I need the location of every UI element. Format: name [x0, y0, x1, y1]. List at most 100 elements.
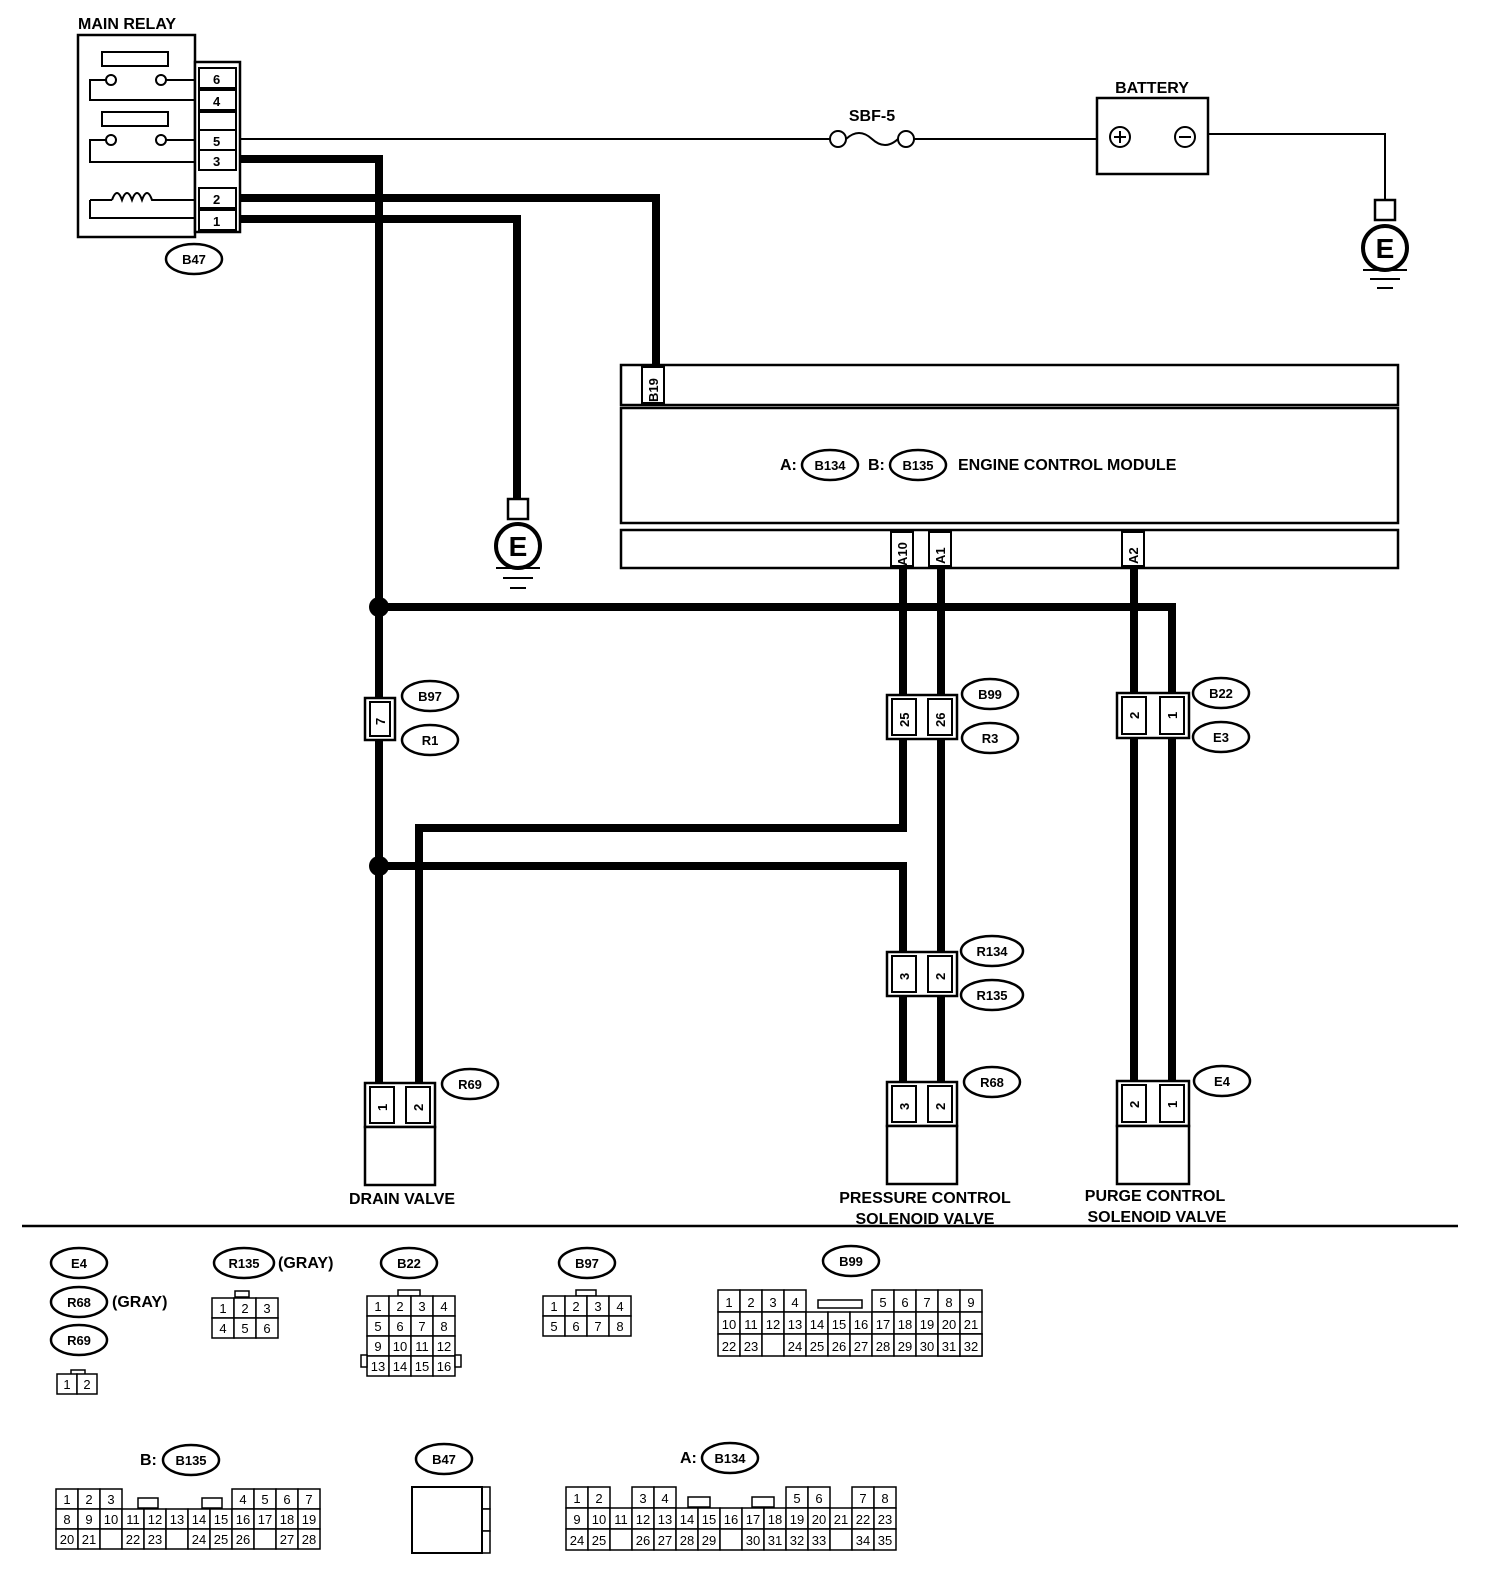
connector-pin-number: 4 [440, 1299, 447, 1314]
connector-pin-number: 5 [793, 1491, 800, 1506]
connector-pin-number: 26 [832, 1339, 846, 1354]
connector-pin-number: 3 [594, 1299, 601, 1314]
relay-pin-4: 4 [213, 94, 221, 109]
connector-pin-number: 27 [658, 1533, 672, 1548]
connector-pin-number: 15 [832, 1317, 846, 1332]
r68-pin-3: 3 [897, 1103, 912, 1110]
legend-b97: B97 [575, 1256, 599, 1271]
connector-pin-number: 28 [302, 1532, 316, 1547]
connector-pin-number: 10 [722, 1317, 736, 1332]
relay-pin-5: 5 [213, 134, 220, 149]
connector-pin-number: 4 [239, 1492, 246, 1507]
connector-pin-number: 25 [214, 1532, 228, 1547]
legend-b99: B99 [839, 1254, 863, 1269]
connector-pin-number: 10 [104, 1512, 118, 1527]
relay-pin-1: 1 [213, 214, 220, 229]
connector-pin-number: 25 [810, 1339, 824, 1354]
connector-pin-number: 13 [658, 1512, 672, 1527]
connector-pin-number: 11 [415, 1339, 429, 1354]
r68-tag: R68 [980, 1075, 1004, 1090]
legend-r68-note: (GRAY) [112, 1294, 167, 1311]
connector-pin-number: 27 [280, 1532, 294, 1547]
b99-tag: B99 [978, 687, 1002, 702]
engine-control-module: B19 A10 A1 A2 A: B134 B: B135 ENGINE CON… [619, 363, 1400, 570]
legend-b47: B47 [432, 1452, 456, 1467]
r134-pin-3: 3 [897, 973, 912, 980]
pressure-control-solenoid-valve: 3 2 R68 PRESSURE CONTROL SOLENOID VALVE [839, 1065, 1022, 1228]
connector-pin-number: 6 [572, 1319, 579, 1334]
connector-pin-number: 1 [550, 1299, 557, 1314]
connector-pin-number: 27 [854, 1339, 868, 1354]
legend-r68: R68 [67, 1295, 91, 1310]
connector-pin-number: 3 [107, 1492, 114, 1507]
ecm-pin-a2: A2 [1126, 547, 1141, 564]
connector-pin-number: 1 [725, 1295, 732, 1310]
b99-pin-25: 25 [897, 713, 912, 727]
connector-pin-number: 18 [768, 1512, 782, 1527]
connector-pin-number: 23 [744, 1339, 758, 1354]
r68-pin-2: 2 [933, 1103, 948, 1110]
legend-e4: E4 [71, 1256, 88, 1271]
b47-tag: B47 [182, 252, 206, 267]
connector-pin-number: 32 [964, 1339, 978, 1354]
ecm-pin-b19: B19 [646, 378, 661, 402]
drain-valve: 1 2 R69 DRAIN VALVE [349, 1067, 500, 1208]
main-relay: MAIN RELAY 6 4 5 3 2 1 B47 [76, 16, 242, 276]
legend-r69: R69 [67, 1333, 91, 1348]
battery-label: BATTERY [1115, 80, 1189, 97]
connector-pin-number: 24 [192, 1532, 206, 1547]
connector-pin-number: 5 [374, 1319, 381, 1334]
connector-pin-number: 9 [573, 1512, 580, 1527]
e4-pin-2: 2 [1127, 1101, 1142, 1108]
connector-pin-number: 28 [876, 1339, 890, 1354]
ground-relay-symbol: E [509, 531, 528, 562]
connector-pin-number: 18 [280, 1512, 294, 1527]
connector-pin-number: 30 [746, 1533, 760, 1548]
connector-pin-number: 3 [769, 1295, 776, 1310]
connector-pin-number: 9 [85, 1512, 92, 1527]
connector-pin-number: 22 [126, 1532, 140, 1547]
connector-pin-number: 23 [878, 1512, 892, 1527]
connector-pin-number: 6 [283, 1492, 290, 1507]
connector-pin-number: 2 [572, 1299, 579, 1314]
drain-valve-label: DRAIN VALVE [349, 1191, 455, 1208]
main-relay-title: MAIN RELAY [78, 16, 176, 33]
connector-pin-number: 34 [856, 1533, 870, 1548]
connector-pin-number: 12 [766, 1317, 780, 1332]
connector-pin-number: 2 [595, 1491, 602, 1506]
ground-relay: E [494, 497, 542, 589]
connector-pin-number: 12 [148, 1512, 162, 1527]
connector-pin-number: 3 [639, 1491, 646, 1506]
connector-pin-number: 21 [82, 1532, 96, 1547]
b99-pin-26: 26 [933, 713, 948, 727]
r3-tag: R3 [982, 731, 999, 746]
e4-pin-1: 1 [1165, 1101, 1180, 1108]
legend-r135: R135 [228, 1256, 259, 1271]
legend-b135-prefix: B: [140, 1452, 157, 1469]
connector-pin-number: 5 [879, 1295, 886, 1310]
connector-pin-number: 12 [437, 1339, 451, 1354]
connector-pin-number: 16 [236, 1512, 250, 1527]
ecm-pin-a1: A1 [933, 547, 948, 564]
pcsv-label-line2: SOLENOID VALVE [856, 1211, 995, 1228]
ecm-conn-a: B134 [814, 458, 846, 473]
purge-label-line2: SOLENOID VALVE [1088, 1209, 1227, 1226]
connector-pin-number: 25 [592, 1533, 606, 1548]
connector-pin-number: 14 [393, 1359, 407, 1374]
connector-pin-number: 28 [680, 1533, 694, 1548]
pcsv-label-line1: PRESSURE CONTROL [839, 1190, 1011, 1207]
connector-pin-number: 33 [812, 1533, 826, 1548]
r134-tag: R134 [976, 944, 1008, 959]
connector-pin-number: 16 [437, 1359, 451, 1374]
connector-pin-number: 17 [258, 1512, 272, 1527]
connector-pin-number: 30 [920, 1339, 934, 1354]
connector-pin-number: 11 [614, 1512, 628, 1527]
connector-pin-number: 15 [702, 1512, 716, 1527]
connector-pin-number: 26 [636, 1533, 650, 1548]
connector-pin-number: 8 [63, 1512, 70, 1527]
connector-pin-number: 7 [418, 1319, 425, 1334]
connector-pin-number: 22 [722, 1339, 736, 1354]
connector-pin-number: 31 [768, 1533, 782, 1548]
purge-control-solenoid-valve: 2 1 E4 PURGE CONTROL SOLENOID VALVE [1085, 1064, 1252, 1226]
connector-pin-number: 2 [85, 1492, 92, 1507]
